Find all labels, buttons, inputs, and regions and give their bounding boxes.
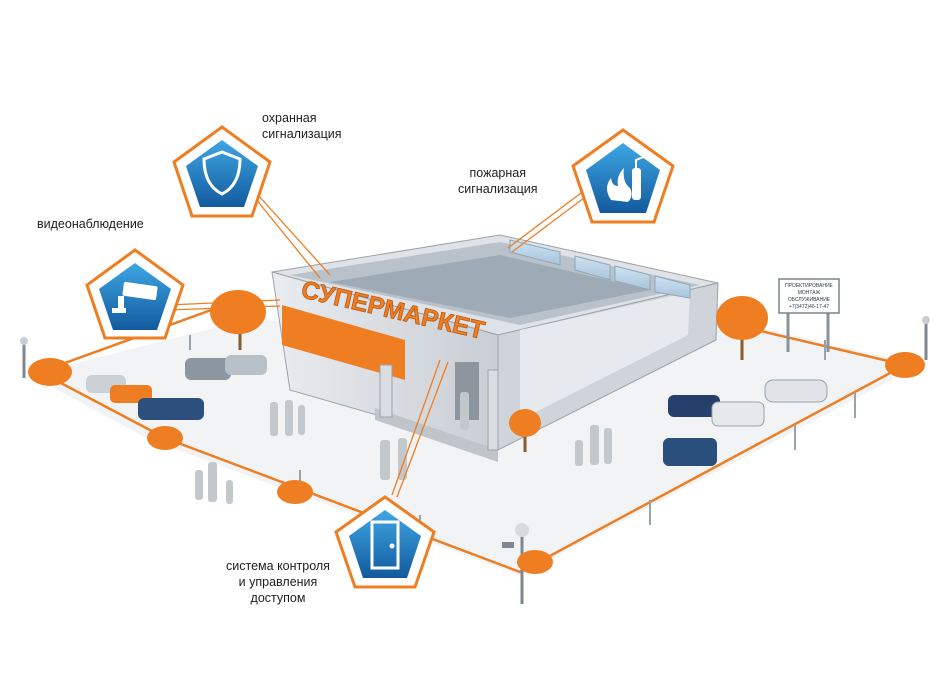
billboard-line: ПРОЕКТИРОВАНИЕ — [785, 283, 833, 289]
shrub — [277, 480, 313, 504]
tree — [509, 409, 541, 452]
parked-car — [185, 358, 231, 380]
supermarket-building — [271, 234, 719, 462]
security-alarm-badge[interactable] — [172, 125, 272, 218]
parked-car — [711, 401, 765, 427]
billboard-line: ОБСЛУЖИВАНИЕ — [788, 297, 831, 303]
cctv-camera-icon — [112, 281, 158, 313]
shrub — [28, 358, 72, 386]
parked-car — [764, 379, 828, 403]
door-icon — [370, 520, 400, 570]
security-alarm-label: охранная сигнализация — [262, 111, 342, 141]
lamp-post — [20, 337, 28, 378]
lamp-post — [922, 316, 930, 360]
shield-icon — [202, 150, 242, 196]
shrub — [517, 550, 553, 574]
connector-lines — [167, 189, 589, 498]
fire-alarm-label: пожарная сигнализация — [458, 166, 538, 196]
billboard — [778, 278, 840, 352]
billboard-text: ПРОЕКТИРОВАНИЕ МОНТАЖ ОБСЛУЖИВАНИЕ +7(34… — [785, 283, 833, 310]
access-control-label: система контроля и управления доступом — [226, 559, 330, 605]
access-control-badge[interactable] — [334, 495, 436, 589]
tree — [716, 296, 768, 360]
shrub — [147, 426, 183, 450]
fire-alarm-badge[interactable] — [571, 128, 675, 224]
people-silhouettes — [195, 392, 612, 504]
billboard-line: МОНТАЖ — [798, 290, 821, 296]
parked-car — [225, 355, 267, 375]
parked-car — [668, 395, 720, 417]
fire-extinguisher-icon — [607, 155, 647, 202]
perimeter-fence — [39, 323, 909, 574]
parked-car — [138, 398, 204, 420]
parked-car — [663, 438, 717, 466]
parked-car — [110, 385, 152, 403]
shrub — [885, 352, 925, 378]
billboard-line: +7(3472)46-17-47 — [789, 304, 829, 310]
video-surveillance-badge[interactable] — [85, 248, 185, 340]
video-surveillance-label: видеонаблюдение — [37, 217, 144, 231]
